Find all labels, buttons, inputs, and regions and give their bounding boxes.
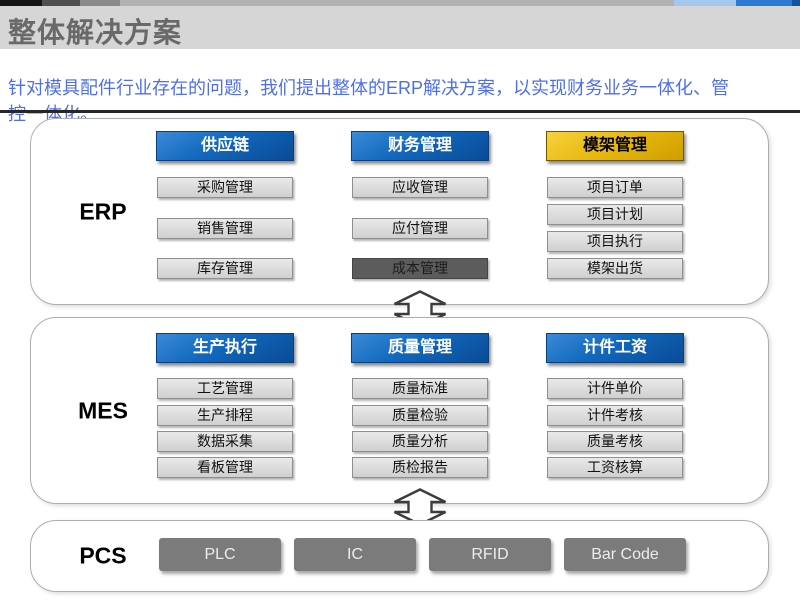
mes-header-production: 生产执行: [156, 333, 294, 363]
bar-segment: [120, 0, 674, 6]
diagram-box: 工资核算: [547, 457, 683, 478]
erp-column-supply-chain: 供应链 采购管理 销售管理 库存管理: [156, 119, 296, 304]
diagram-box: 采购管理: [157, 177, 293, 198]
diagram-box: 应收管理: [352, 177, 488, 198]
mes-column-piecework: 计件工资 计件单价 计件考核 质量考核 工资核算: [546, 318, 686, 503]
page-title: 整体解决方案: [8, 17, 183, 48]
bar-segment: [42, 0, 80, 6]
diagram-box: 看板管理: [157, 457, 293, 478]
diagram-box: 库存管理: [157, 258, 293, 279]
horizontal-divider: [0, 110, 800, 113]
erp-column-mold-frame: 模架管理 项目订单 项目计划 项目执行 模架出货: [546, 119, 686, 304]
bar-segment: [0, 0, 42, 6]
layer-label-pcs: PCS: [79, 542, 127, 569]
pcs-box-ic: IC: [294, 538, 416, 571]
mes-column-quality: 质量管理 质量标准 质量检验 质量分析 质检报告: [351, 318, 491, 503]
bar-segment: [792, 0, 800, 6]
diagram-box: 计件考核: [547, 405, 683, 426]
title-strip: 整体解决方案: [0, 6, 800, 49]
bar-segment: [736, 0, 792, 6]
mes-header-piecework: 计件工资: [546, 333, 684, 363]
diagram-box: 项目执行: [547, 231, 683, 252]
diagram-box: 质量检验: [352, 405, 488, 426]
bar-segment: [80, 0, 120, 6]
mes-header-quality: 质量管理: [351, 333, 489, 363]
mes-layer-panel: MES 生产执行 工艺管理 生产排程 数据采集 看板管理 质量管理 质量标准 质…: [30, 317, 769, 504]
layer-label-mes: MES: [78, 397, 128, 423]
diagram-box: 计件单价: [547, 378, 683, 399]
pcs-layer-panel: PCS PLC IC RFID Bar Code: [30, 520, 769, 592]
layer-label-erp: ERP: [79, 198, 127, 224]
diagram-box: 项目订单: [547, 177, 683, 198]
mes-column-production: 生产执行 工艺管理 生产排程 数据采集 看板管理: [156, 318, 296, 503]
diagram-box-highlighted: 成本管理: [352, 258, 488, 279]
diagram-box: 销售管理: [157, 218, 293, 239]
diagram-box: 质量分析: [352, 431, 488, 452]
diagram-box: 项目计划: [547, 204, 683, 225]
diagram-box: 质检报告: [352, 457, 488, 478]
diagram-box: 数据采集: [157, 431, 293, 452]
diagram-box: 质量标准: [352, 378, 488, 399]
diagram-box: 生产排程: [157, 405, 293, 426]
bar-segment: [674, 0, 736, 6]
erp-header-finance: 财务管理: [351, 131, 489, 161]
erp-column-finance: 财务管理 应收管理 应付管理 成本管理: [351, 119, 491, 304]
diagram-box: 工艺管理: [157, 378, 293, 399]
top-accent-bar: [0, 0, 800, 6]
diagram-box: 质量考核: [547, 431, 683, 452]
diagram-box: 模架出货: [547, 258, 683, 279]
erp-header-supply-chain: 供应链: [156, 131, 294, 161]
erp-layer-panel: ERP 供应链 采购管理 销售管理 库存管理 财务管理 应收管理 应付管理 成本…: [30, 118, 769, 305]
diagram-box: 应付管理: [352, 218, 488, 239]
pcs-box-plc: PLC: [159, 538, 281, 571]
erp-header-mold-frame: 模架管理: [546, 131, 684, 161]
pcs-box-barcode: Bar Code: [564, 538, 686, 571]
pcs-box-rfid: RFID: [429, 538, 551, 571]
